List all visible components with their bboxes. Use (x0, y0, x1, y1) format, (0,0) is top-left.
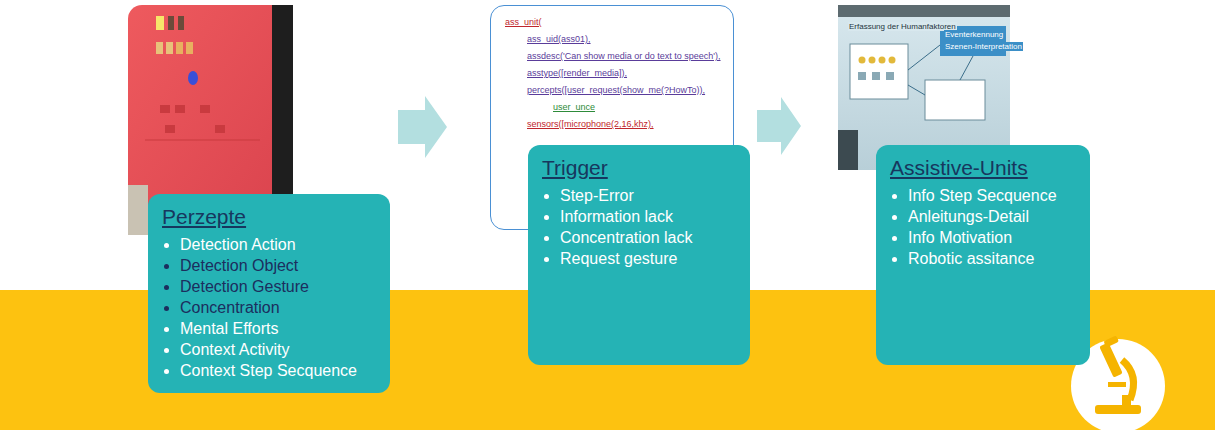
bullet-item: Mental Efforts (180, 318, 376, 339)
bullet-item: Concentration lack (560, 227, 736, 248)
bullet-list: Info Step SecquenceAnleitungs-DetailInfo… (890, 185, 1076, 269)
bullet-list: Step-ErrorInformation lackConcentration … (542, 185, 736, 269)
bullet-item: Anleitungs-Detail (908, 206, 1076, 227)
screen-label: Szenen-Interpretation (944, 42, 1023, 51)
code-line: user_unce (553, 99, 721, 116)
screen-label: Eventerkennung (944, 30, 1004, 39)
bullet-item: Robotic assitance (908, 248, 1076, 269)
stage-box: Assistive-UnitsInfo Step SecquenceAnleit… (876, 145, 1090, 365)
code-line: ass_unit( (505, 14, 721, 31)
screen-label: Erfassung der Humanfaktoren (848, 22, 957, 31)
bullet-item: Step-Error (560, 185, 736, 206)
code-line: percepts([user_request(show_me(?HowTo)), (527, 82, 721, 99)
code-line: asstype([render_media]), (527, 65, 721, 82)
bullet-item: Info Step Secquence (908, 185, 1076, 206)
bullet-item: Context Step Secquence (180, 360, 376, 381)
bullet-item: Info Motivation (908, 227, 1076, 248)
code-line: sensors([microphone(2,16,khz), (527, 116, 721, 133)
bullet-item: Detection Gesture (180, 276, 376, 297)
bullet-item: Detection Action (180, 234, 376, 255)
code-line: assdesc('Can show media or do text to sp… (527, 48, 721, 65)
bullet-item: Detection Object (180, 255, 376, 276)
flow-arrow (398, 96, 447, 158)
code-line: ass_uid(ass01), (527, 31, 721, 48)
stage-heading: Assistive-Units (890, 155, 1076, 181)
stage-heading: Perzepte (162, 204, 376, 230)
stage-heading: Trigger (542, 155, 736, 181)
bullet-item: Concentration (180, 297, 376, 318)
bullet-item: Information lack (560, 206, 736, 227)
bullet-item: Context Activity (180, 339, 376, 360)
stage-box: PerzepteDetection ActionDetection Object… (148, 194, 390, 393)
flow-arrow (757, 97, 801, 155)
stage-box: TriggerStep-ErrorInformation lackConcent… (528, 145, 750, 365)
bullet-item: Request gesture (560, 248, 736, 269)
bullet-list: Detection ActionDetection ObjectDetectio… (162, 234, 376, 381)
